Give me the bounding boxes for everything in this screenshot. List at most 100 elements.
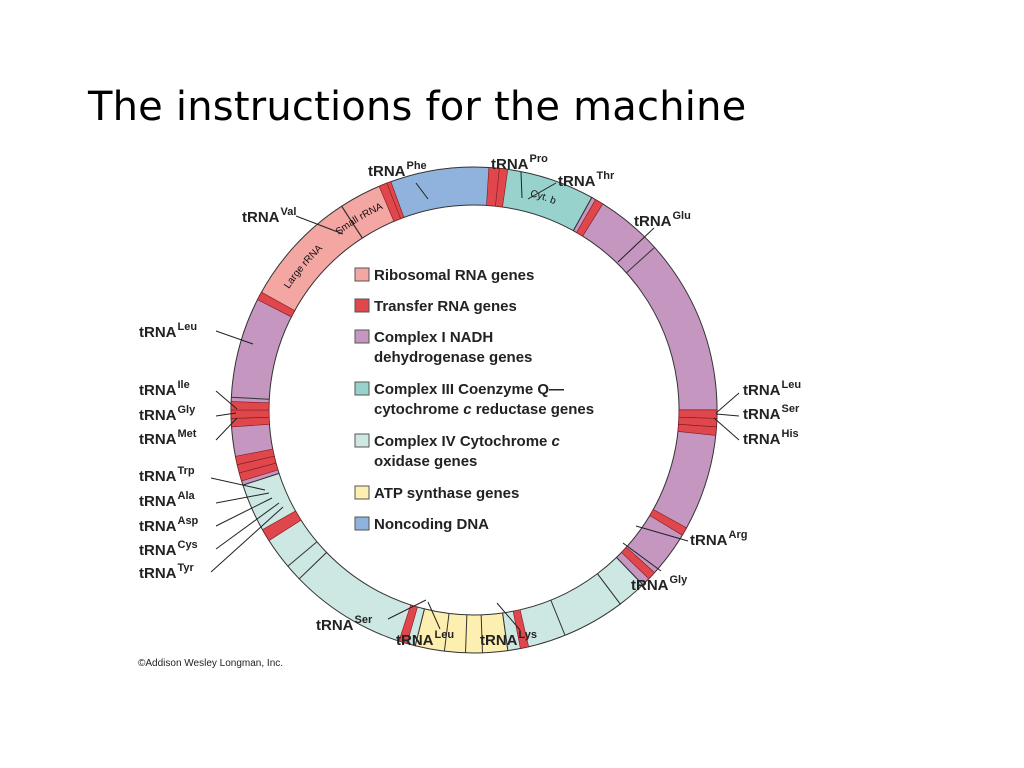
- trna-label-base: tRNA: [558, 173, 596, 190]
- legend-label-complex-i: Complex I NADH: [374, 329, 493, 346]
- trna-label-superscript: Gly: [178, 404, 197, 416]
- trna-label-superscript: Ser: [782, 403, 800, 415]
- trna-label-base: tRNA: [743, 382, 781, 399]
- trna-label-superscript: His: [782, 428, 799, 440]
- leader-line-ile: [215, 390, 238, 410]
- trna-gene-mark: [230, 401, 270, 411]
- leader-line-pro: [520, 171, 523, 199]
- leader-line-trp: [210, 477, 266, 491]
- gene-boundary: [341, 205, 363, 239]
- leader-line-met: [215, 417, 238, 441]
- leader-line-asp: [215, 497, 273, 527]
- trna-label-superscript: Pro: [530, 153, 549, 165]
- trna-label-lys: tRNALys: [480, 629, 537, 649]
- trna-label-base: tRNA: [368, 163, 406, 180]
- trna-gene-mark: [576, 199, 604, 237]
- legend-label-complex-iii: cytochrome c reductase genes: [374, 401, 594, 418]
- trna-label-superscript: Thr: [597, 170, 615, 182]
- leader-line-leu1: [215, 330, 254, 345]
- trna-label-base: tRNA: [743, 406, 781, 423]
- trna-label-superscript: Tyr: [178, 562, 195, 574]
- trna-label-tyr: tRNATyr: [139, 562, 195, 582]
- trna-label-trp: tRNATrp: [139, 465, 195, 485]
- legend-label-transfer-rna: Transfer RNA genes: [374, 298, 517, 315]
- gene-boundary: [231, 396, 270, 400]
- legend-label-complex-i: dehydrogenase genes: [374, 349, 532, 366]
- legend-swatch-complex-iv: [354, 433, 370, 448]
- trna-label-glu: tRNAGlu: [634, 210, 691, 230]
- trna-gene-mark: [495, 168, 509, 208]
- trna-label-superscript: Val: [281, 206, 297, 218]
- trna-label-base: tRNA: [139, 542, 177, 559]
- gene-boundary: [465, 614, 468, 653]
- trna-label-ala: tRNAAla: [139, 490, 196, 510]
- trna-label-base: tRNA: [139, 431, 177, 448]
- leader-line-lys: [496, 602, 521, 631]
- leader-line-val: [295, 215, 344, 235]
- leader-line-ser2: [387, 599, 427, 620]
- gene-boundary: [550, 599, 566, 636]
- gene-boundary: [287, 541, 318, 567]
- leader-line-thr: [527, 182, 557, 200]
- trna-label-base: tRNA: [139, 518, 177, 535]
- trna-label-base: tRNA: [480, 632, 518, 649]
- gene-boundary: [480, 614, 483, 653]
- trna-label-superscript: Ser: [355, 614, 373, 626]
- trna-gene-mark: [262, 510, 302, 541]
- trna-label-superscript: Arg: [729, 529, 748, 541]
- trna-gene-mark: [235, 448, 275, 466]
- trna-label-leu1: tRNALeu: [139, 321, 197, 341]
- trna-label-superscript: Ala: [178, 490, 196, 502]
- trna-label-pro: tRNAPro: [491, 153, 548, 173]
- leader-line-cys: [215, 502, 280, 550]
- trna-label-asp: tRNAAsp: [139, 515, 199, 535]
- trna-label-superscript: Gly: [670, 574, 689, 586]
- legend-swatch-complex-iii: [354, 381, 370, 396]
- trna-label-base: tRNA: [139, 407, 177, 424]
- legend-label-noncoding-dna: Noncoding DNA: [374, 516, 489, 533]
- trna-label-leu2: tRNALeu: [743, 379, 801, 399]
- trna-label-ser1: tRNASer: [743, 403, 800, 423]
- leader-line-leu3: [427, 601, 441, 630]
- leader-line-phe: [415, 182, 429, 200]
- trna-label-base: tRNA: [690, 532, 728, 549]
- trna-gene-mark: [378, 182, 401, 222]
- trna-label-superscript: Leu: [178, 321, 198, 333]
- trna-gene-mark: [257, 291, 296, 318]
- trna-label-ser2: tRNASer: [316, 614, 373, 634]
- leader-line-glu: [617, 227, 655, 263]
- trna-label-superscript: Ile: [178, 379, 190, 391]
- legend-label-complex-iv: Complex IV Cytochrome c: [374, 433, 561, 450]
- trna-gene-mark: [649, 508, 687, 536]
- legend-label-ribosomal-rna: Ribosomal RNA genes: [374, 267, 534, 284]
- trna-label-superscript: Leu: [782, 379, 802, 391]
- leader-line-gly2: [622, 542, 662, 572]
- trna-label-base: tRNA: [242, 209, 280, 226]
- trna-label-base: tRNA: [316, 617, 354, 634]
- trna-label-superscript: Cys: [178, 539, 198, 551]
- legend-swatch-complex-i: [354, 329, 370, 344]
- trna-label-phe: tRNAPhe: [368, 160, 427, 180]
- leader-line-tyr: [210, 506, 284, 573]
- trna-label-thr: tRNAThr: [558, 170, 615, 190]
- trna-label-cys: tRNACys: [139, 539, 198, 559]
- genome-ring: [230, 166, 718, 654]
- leader-line-arg: [635, 525, 689, 542]
- legend-swatch-transfer-rna: [354, 298, 370, 313]
- trna-gene-mark: [677, 423, 717, 436]
- trna-label-gly2: tRNAGly: [631, 574, 688, 594]
- trna-label-base: tRNA: [634, 213, 672, 230]
- trna-label-superscript: Leu: [435, 629, 455, 641]
- legend-label-atp-synthase: ATP synthase genes: [374, 485, 519, 502]
- trna-gene-mark: [621, 546, 656, 580]
- trna-gene-mark: [512, 609, 530, 649]
- gene-boundary: [443, 613, 450, 652]
- legend-swatch-noncoding-dna: [354, 516, 370, 531]
- trna-label-base: tRNA: [139, 468, 177, 485]
- trna-label-gly1: tRNAGly: [139, 404, 196, 424]
- trna-label-base: tRNA: [139, 382, 177, 399]
- slide-title: The instructions for the machine: [88, 84, 747, 130]
